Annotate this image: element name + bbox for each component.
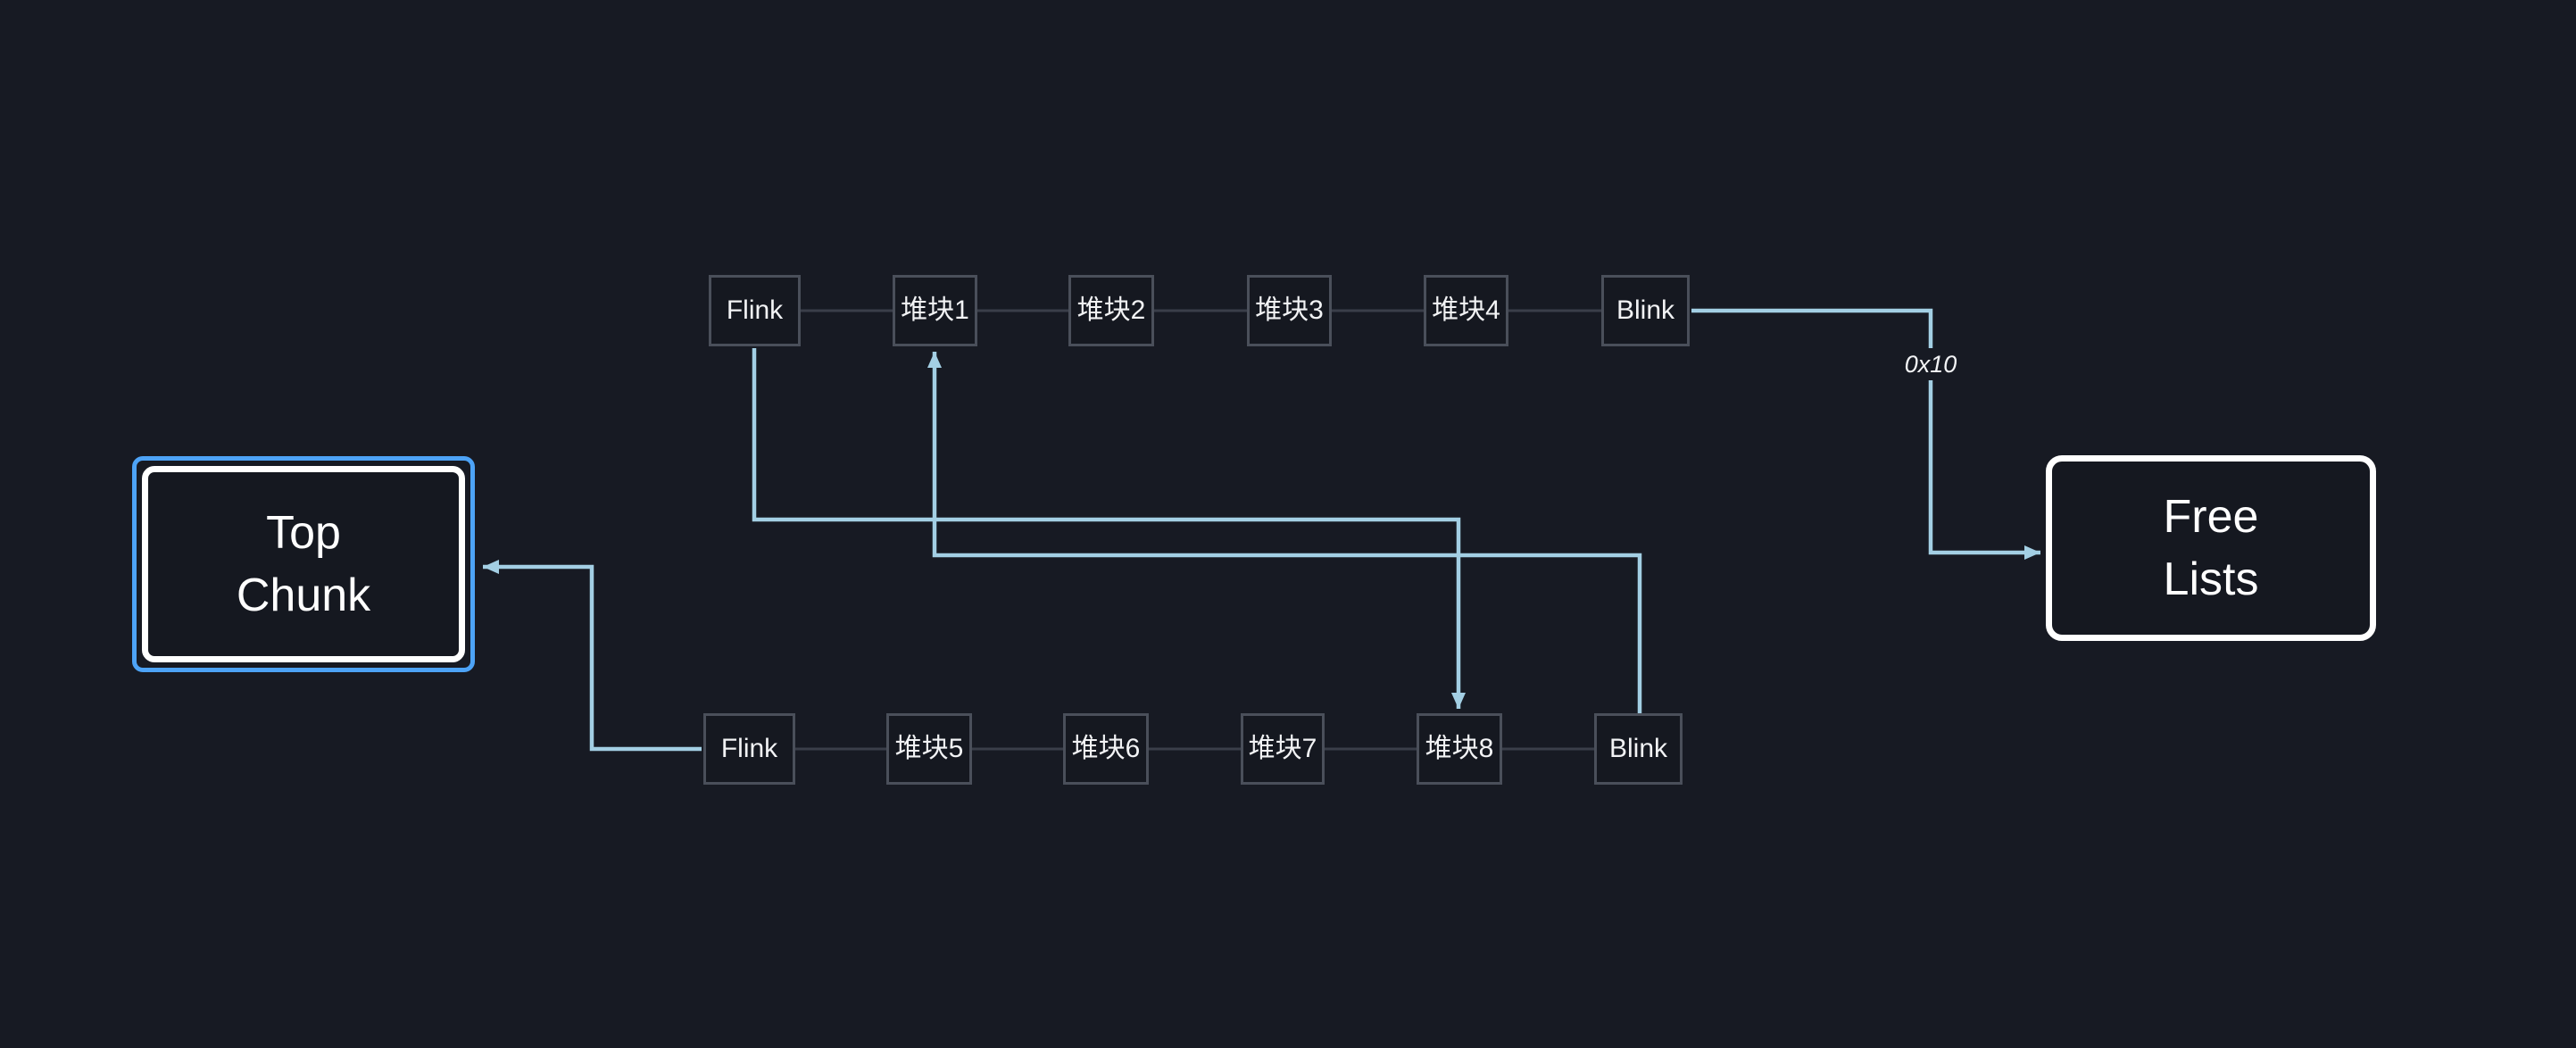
node-label: Flink [726, 295, 784, 325]
top-chunk-selection-frame[interactable]: Top Chunk [132, 456, 475, 672]
node-free-lists[interactable]: Free Lists [2046, 455, 2376, 641]
node-label: 堆块2 [1076, 295, 1146, 325]
node-label: 堆块5 [894, 734, 964, 763]
free-lists-label-line2: Lists [2163, 553, 2259, 605]
node-label: 堆块7 [1248, 734, 1317, 763]
node-label: Flink [720, 734, 778, 763]
node-chunk-2[interactable]: 堆块2 [1068, 275, 1154, 346]
node-chunk-3[interactable]: 堆块3 [1247, 275, 1332, 346]
node-chunk-7[interactable]: 堆块7 [1241, 713, 1325, 785]
top-chunk-label-line1: Top [266, 507, 341, 559]
node-label: 堆块8 [1425, 734, 1494, 763]
node-flink-top[interactable]: Flink [709, 275, 801, 346]
node-label: 堆块3 [1255, 295, 1324, 325]
node-label: Blink [1616, 295, 1675, 325]
node-blink-bottom[interactable]: Blink [1594, 713, 1683, 785]
node-chunk-6[interactable]: 堆块6 [1063, 713, 1149, 785]
node-blink-top[interactable]: Blink [1601, 275, 1690, 346]
node-chunk-1[interactable]: 堆块1 [893, 275, 977, 346]
node-chunk-4[interactable]: 堆块4 [1424, 275, 1508, 346]
node-chunk-5[interactable]: 堆块5 [886, 713, 972, 785]
edge-blink-top-to-free-lists[interactable] [1691, 308, 2040, 560]
top-chunk-label-line2: Chunk [236, 570, 371, 621]
edge-label-0x10[interactable]: 0x10 [1890, 348, 1971, 380]
edge-flink-top-to-chunk8[interactable] [752, 348, 1466, 709]
node-label: 堆块4 [1432, 295, 1500, 325]
node-top-chunk[interactable]: Top Chunk [142, 466, 465, 662]
node-label: 堆块6 [1071, 734, 1141, 763]
free-lists-label-line1: Free [2163, 491, 2259, 543]
edge-blink-bottom-to-chunk1[interactable] [927, 352, 1642, 713]
node-label: Blink [1608, 734, 1668, 763]
node-label: 堆块1 [901, 295, 969, 325]
node-link-lines[interactable] [795, 309, 1601, 751]
node-flink-bottom[interactable]: Flink [703, 713, 795, 785]
node-chunk-8[interactable]: 堆块8 [1417, 713, 1502, 785]
edge-flink-bottom-to-top-chunk[interactable] [483, 560, 702, 752]
